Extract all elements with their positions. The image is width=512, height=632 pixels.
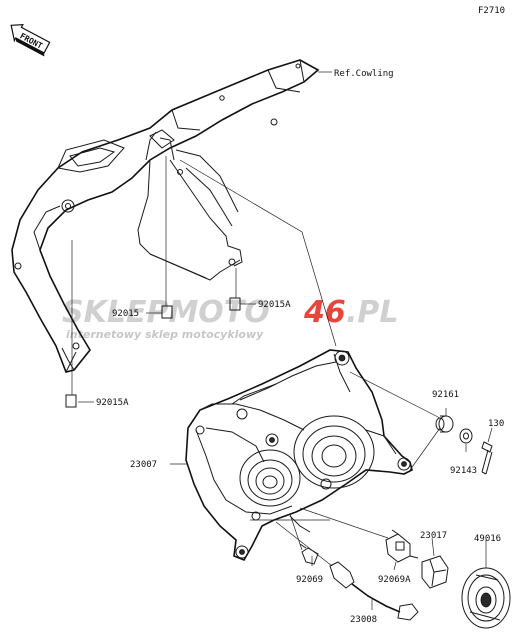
socket-23017-drawing bbox=[421, 555, 449, 589]
harness-23008-drawing bbox=[329, 561, 419, 621]
part-label-49016: 49016 bbox=[474, 534, 501, 544]
watermark-tagline: internetowy sklep motocyklowy bbox=[66, 328, 264, 341]
leader-lines bbox=[71, 71, 493, 610]
clip-92015a-lower-drawing bbox=[65, 394, 77, 408]
part-label-92143: 92143 bbox=[450, 466, 477, 476]
part-label-23008: 23008 bbox=[350, 615, 377, 625]
part-label-130: 130 bbox=[488, 419, 504, 429]
headlight-drawing bbox=[185, 349, 413, 562]
cowling-drawing bbox=[11, 59, 320, 373]
watermark: SKLEPMOTO 46 .PL internetowy sklep motoc… bbox=[62, 295, 399, 341]
bolt-drawing bbox=[481, 441, 493, 475]
bulb-92069-drawing bbox=[299, 543, 319, 565]
ref-cowling-label: Ref.Cowling bbox=[334, 69, 394, 79]
part-label-23007: 23007 bbox=[130, 460, 157, 470]
collar-drawing bbox=[459, 428, 473, 444]
part-label-23017: 23017 bbox=[420, 531, 447, 541]
part-label-92069: 92069 bbox=[296, 575, 323, 585]
figure-code: F2710 bbox=[478, 6, 505, 16]
part-label-92161: 92161 bbox=[432, 390, 459, 400]
bulb-92069a-drawing bbox=[385, 529, 419, 563]
part-label-92015a-lower: 92015A bbox=[96, 398, 129, 408]
watermark-number: 46 bbox=[303, 295, 346, 330]
watermark-tld: .PL bbox=[346, 295, 399, 330]
cap-49016-drawing bbox=[461, 567, 511, 629]
part-label-92069a: 92069A bbox=[378, 575, 411, 585]
clip-92015-drawing bbox=[161, 305, 173, 319]
part-label-92015: 92015 bbox=[112, 309, 139, 319]
front-arrow-icon: FRONT bbox=[10, 24, 51, 57]
part-label-92015a-upper: 92015A bbox=[258, 300, 291, 310]
